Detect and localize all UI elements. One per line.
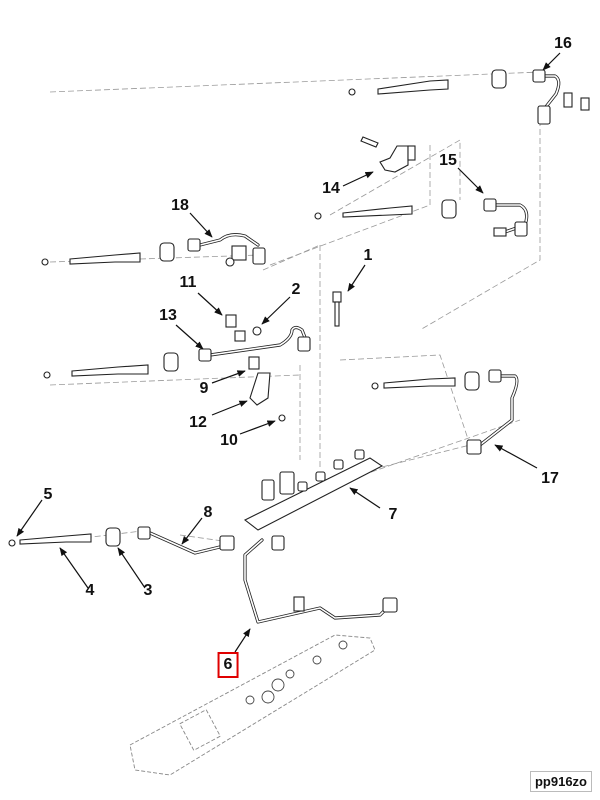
- leader-lines: [16, 52, 561, 653]
- fitting: [532, 69, 546, 83]
- injector: [69, 252, 141, 265]
- cylinder-head-plate: [129, 634, 376, 776]
- bolt: [360, 136, 379, 148]
- clip-9: [248, 356, 260, 370]
- pressure-sensor: [261, 479, 275, 501]
- callout-4[interactable]: 4: [85, 582, 95, 599]
- nut-3: [105, 527, 121, 547]
- fuel-line-6[interactable]: [243, 535, 398, 624]
- port: [354, 449, 365, 460]
- injector-group-16[interactable]: [348, 69, 590, 125]
- seal-ring: [348, 88, 356, 96]
- injector: [71, 364, 149, 377]
- fitting: [252, 247, 266, 265]
- callout-18[interactable]: 18: [171, 197, 189, 214]
- callout-6-highlighted[interactable]: 6: [217, 652, 239, 678]
- callout-2[interactable]: 2: [291, 281, 301, 298]
- injector-group-15[interactable]: [314, 198, 529, 237]
- inlet: [279, 471, 295, 495]
- fitting: [382, 597, 398, 613]
- callout-14[interactable]: 14: [322, 180, 340, 197]
- fitting: [488, 369, 502, 383]
- port: [315, 471, 326, 482]
- nut: [163, 352, 179, 372]
- clamp: [231, 245, 247, 261]
- alignment-lines: [49, 71, 541, 543]
- clip: [580, 97, 590, 111]
- callout-1[interactable]: 1: [363, 247, 373, 264]
- callout-10[interactable]: 10: [220, 432, 238, 449]
- clip: [234, 330, 246, 342]
- clamp: [493, 227, 507, 237]
- bolt-10: [278, 414, 286, 422]
- fitting: [137, 526, 151, 540]
- clamp: [293, 596, 305, 612]
- fitting: [537, 105, 551, 125]
- reference-code: pp916zo: [529, 771, 592, 792]
- callout-5[interactable]: 5: [43, 486, 53, 503]
- fitting: [271, 535, 285, 551]
- seal-ring: [43, 371, 51, 379]
- injector-group-4[interactable]: [8, 526, 235, 555]
- callout-11[interactable]: 11: [179, 274, 197, 291]
- callout-15[interactable]: 15: [439, 152, 457, 169]
- callout-7[interactable]: 7: [388, 506, 398, 523]
- rail-body: [243, 457, 384, 531]
- nut: [159, 242, 175, 262]
- injector-group-17[interactable]: [371, 369, 519, 455]
- callout-12[interactable]: 12: [189, 414, 207, 431]
- bolt-head: [332, 291, 342, 303]
- clip-11: [225, 314, 237, 328]
- injector-4: [19, 533, 92, 545]
- plate-12: [249, 372, 271, 406]
- bolt-1[interactable]: [332, 291, 342, 327]
- bracket: [379, 145, 409, 173]
- injector-group-13[interactable]: [43, 314, 311, 422]
- nut: [464, 371, 480, 391]
- bolt-2: [252, 326, 262, 336]
- clip: [563, 92, 573, 108]
- fitting: [187, 238, 201, 252]
- callout-16[interactable]: 16: [554, 35, 572, 52]
- fitting: [483, 198, 497, 212]
- fitting: [466, 439, 482, 455]
- fitting: [514, 221, 528, 237]
- callout-8[interactable]: 8: [203, 504, 213, 521]
- callout-17[interactable]: 17: [541, 470, 559, 487]
- seal-ring: [41, 258, 49, 266]
- callout-13[interactable]: 13: [159, 307, 177, 324]
- callout-9[interactable]: 9: [199, 380, 209, 397]
- nut: [441, 199, 457, 219]
- clip: [407, 145, 416, 161]
- seal-ring: [314, 212, 322, 220]
- seal-ring: [371, 382, 379, 390]
- fuel-rail-7[interactable]: [243, 449, 384, 531]
- bolt-shank: [334, 301, 340, 327]
- bracket-14[interactable]: [360, 136, 416, 173]
- nut: [491, 69, 507, 89]
- injector: [342, 205, 413, 218]
- fitting: [219, 535, 235, 551]
- injector: [377, 79, 449, 95]
- bolt: [225, 257, 235, 267]
- port: [333, 459, 344, 470]
- callout-3[interactable]: 3: [143, 582, 153, 599]
- seal-ring-5: [8, 539, 16, 547]
- fitting: [297, 336, 311, 352]
- injector: [383, 377, 456, 389]
- injector-group-18[interactable]: [41, 233, 266, 267]
- port: [297, 481, 308, 492]
- fitting: [198, 348, 212, 362]
